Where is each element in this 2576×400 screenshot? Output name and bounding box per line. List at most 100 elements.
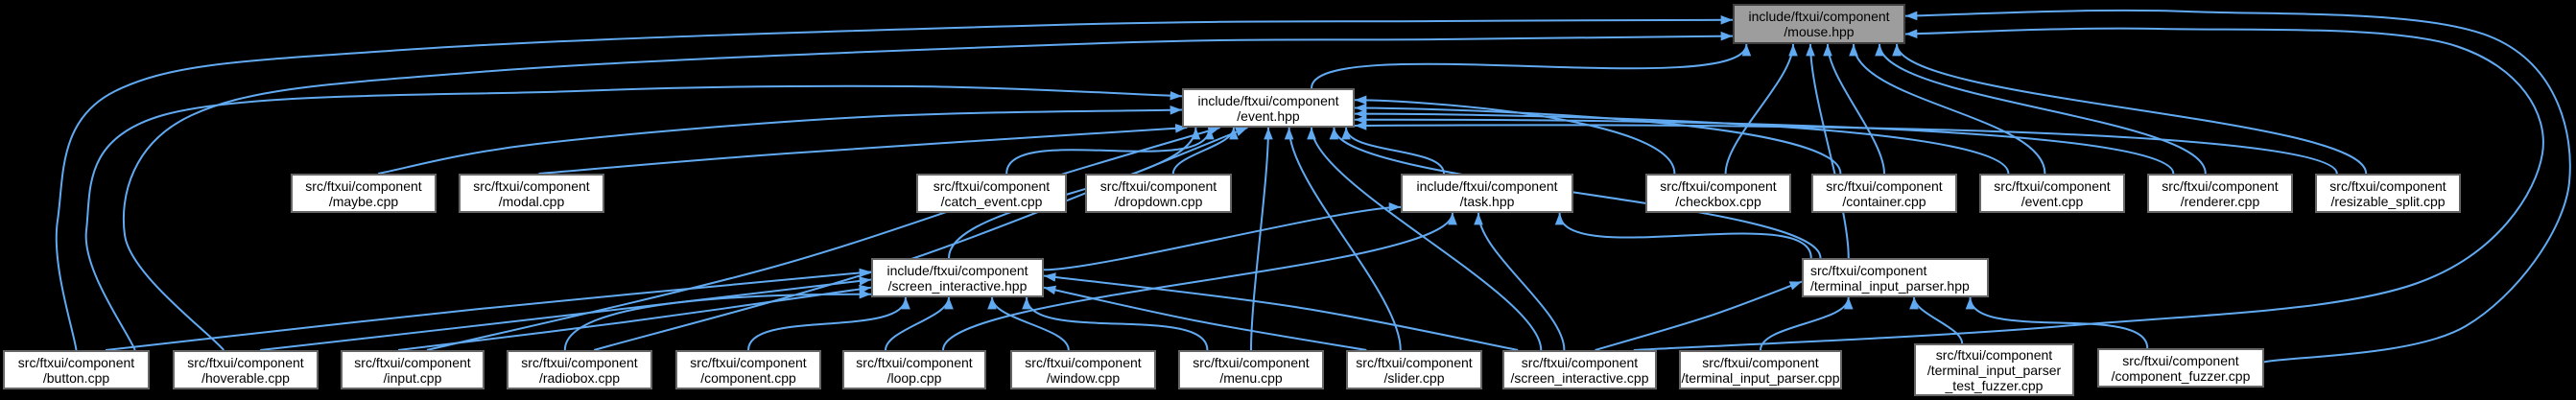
node-radiobox_cpp[interactable]: src/ftxui/component/radiobox.cpp [507,350,652,389]
node-label-line: /menu.cpp [1219,369,1283,386]
node-screen_interactive_hpp[interactable]: include/ftxui/component/screen_interacti… [871,258,1044,297]
edge-slider_cpp-to-event_hpp [1284,127,1402,351]
node-label-line: src/ftxui/component [2162,177,2279,194]
node-container_cpp[interactable]: src/ftxui/component/container.cpp [1811,174,1957,213]
node-mouse_hpp[interactable]: include/ftxui/component/mouse.hpp [1733,4,1905,44]
node-input_cpp[interactable]: src/ftxui/component/input.cpp [341,350,484,389]
edge-maybe_cpp-to-event_hpp [378,106,1183,175]
node-label-line: /radiobox.cpp [538,369,621,386]
node-terminal_input_parser_cpp[interactable]: src/ftxui/component/terminal_input_parse… [1679,350,1842,389]
edge-button_cpp-to-screen_interactive_hpp [105,268,872,351]
node-label-line: src/ftxui/component [305,177,422,194]
node-slider_cpp[interactable]: src/ftxui/component/slider.cpp [1346,350,1482,389]
node-label-line: src/ftxui/component [1099,177,1217,194]
edge-screen_interactive_hpp-to-event_hpp [948,127,1201,259]
edge-modal_cpp-to-event_hpp [538,123,1188,175]
node-label-line: src/ftxui/component [17,354,135,370]
node-label-line: /terminal_input_parser.cpp [1681,369,1840,386]
node-label-line: src/ftxui/component [2122,352,2239,368]
node-label-line: /resizable_split.cpp [2330,193,2446,209]
node-menu_cpp[interactable]: src/ftxui/component/menu.cpp [1178,350,1324,389]
edge-loop_cpp-to-task_hpp [942,212,1457,351]
node-label-line: /loop.cpp [886,369,942,386]
edge-screen_interactive_cpp-to-terminal_input_parser_hpp [1595,280,1803,351]
edge-terminal_input_parser_test_fuzzer_cpp-to-terminal_input_parser_hpp [1909,296,1964,344]
edge-resizable_split_cpp-to-mouse_hpp [1892,43,2368,175]
edge-container_cpp-to-mouse_hpp [1823,43,1885,175]
node-label-line: /container.cpp [1842,193,1926,209]
node-label-line: _test_fuzzer.cpp [1945,377,2044,393]
edge-task_hpp-to-event_hpp [1341,127,1445,175]
node-dropdown_cpp[interactable]: src/ftxui/component/dropdown.cpp [1085,174,1232,213]
node-event_hpp[interactable]: include/ftxui/component/event.hpp [1182,88,1355,128]
edge-input_cpp-to-event_hpp [426,126,1220,351]
node-hoverable_cpp[interactable]: src/ftxui/component/hoverable.cpp [173,350,319,389]
node-label-line: include/ftxui/component [886,262,1028,278]
node-label-line: /screen_interactive.hpp [887,277,1028,294]
edge-hoverable_cpp-to-mouse_hpp [122,31,1734,351]
node-label-line: /button.cpp [42,369,110,386]
node-label-line: src/ftxui/component [354,354,471,370]
node-label-line: /catch_event.cpp [940,193,1043,209]
node-component_cpp[interactable]: src/ftxui/component/component.cpp [675,350,821,389]
edge-renderer_cpp-to-event_hpp [1354,114,2175,175]
node-label-line: /event.cpp [2021,193,2084,209]
edge-checkbox_cpp-to-mouse_hpp [1724,43,1798,175]
node-label-line: src/ftxui/component [473,177,590,194]
node-component_fuzzer_cpp[interactable]: src/ftxui/component/component_fuzzer.cpp [2097,348,2264,388]
node-modal_cpp[interactable]: src/ftxui/component/modal.cpp [459,174,604,213]
edge-terminal_input_parser_hpp-to-event_hpp [1329,127,1822,259]
node-label-line: /terminal_input_parser.hpp [1810,277,1970,294]
edge-terminal_input_parser_hpp-to-mouse_hpp [1806,43,1850,259]
node-screen_interactive_cpp[interactable]: src/ftxui/component/screen_interactive.c… [1502,350,1657,389]
edge-menu_cpp-to-screen_interactive_hpp [1022,296,1209,351]
edge-catch_event_cpp-to-event_hpp [1005,127,1215,175]
node-label-line: /event.hpp [1237,107,1300,124]
node-maybe_cpp[interactable]: src/ftxui/component/maybe.cpp [291,174,437,213]
node-button_cpp[interactable]: src/ftxui/component/button.cpp [3,350,150,389]
edge-component_fuzzer_cpp-to-terminal_input_parser_hpp [1965,296,2149,349]
edge-screen_interactive_cpp-to-event_hpp [1307,127,1543,351]
edge-slider_cpp-to-screen_interactive_hpp [1043,285,1367,351]
edge-terminal_input_parser_cpp-to-terminal_input_parser_hpp [1760,296,1854,351]
node-label-line: /dropdown.cpp [1114,193,1203,209]
node-label-line: /input.cpp [383,369,442,386]
node-terminal_input_parser_hpp[interactable]: src/ftxui/component/terminal_input_parse… [1802,258,1989,297]
edge-screen_interactive_hpp-to-task_hpp [1043,202,1402,271]
edge-screen_interactive_cpp-to-task_hpp [1474,212,1566,351]
node-window_cpp[interactable]: src/ftxui/component/window.cpp [1010,350,1156,389]
node-event_cpp[interactable]: src/ftxui/component/event.cpp [1979,174,2125,213]
node-label-line: src/ftxui/component [1810,262,1927,278]
node-catch_event_cpp[interactable]: src/ftxui/component/catch_event.cpp [916,174,1067,213]
node-label-line: /mouse.hpp [1784,24,1855,39]
node-label-line: src/ftxui/component [1025,354,1142,370]
node-loop_cpp[interactable]: src/ftxui/component/loop.cpp [842,350,986,389]
node-resizable_split_cpp[interactable]: src/ftxui/component/resizable_split.cpp [2315,174,2461,213]
node-terminal_input_parser_test_fuzzer_cpp[interactable]: src/ftxui/component/terminal_input_parse… [1914,343,2074,396]
node-label-line: src/ftxui/component [1521,354,1639,370]
edge-button_cpp-to-event_hpp [84,84,1183,351]
edge-window_cpp-to-screen_interactive_hpp [987,296,1070,351]
edge-component_fuzzer_cpp-to-mouse_hpp [1904,9,2571,364]
edge-resizable_split_cpp-to-event_hpp [1354,121,2338,175]
edge-radiobox_cpp-to-screen_interactive_hpp [563,289,872,351]
node-label-line: /renderer.cpp [2180,193,2260,209]
edge-input_cpp-to-screen_interactive_hpp [397,284,872,351]
node-label-line: /task.hpp [1459,193,1515,209]
node-label-line: /component.cpp [700,369,796,386]
node-label-line: /slider.cpp [1383,369,1445,386]
node-label-line: src/ftxui/component [856,354,973,370]
edge-screen_interactive_cpp-to-mouse_hpp [1633,27,2544,351]
node-label-line: src/ftxui/component [521,354,638,370]
node-checkbox_cpp[interactable]: src/ftxui/component/checkbox.cpp [1645,174,1791,213]
edge-terminal_input_parser_hpp-to-task_hpp [1554,212,1812,259]
node-task_hpp[interactable]: include/ftxui/component/task.hpp [1401,174,1573,213]
node-label-line: src/ftxui/component [1356,354,1473,370]
node-renderer_cpp[interactable]: src/ftxui/component/renderer.cpp [2147,174,2293,213]
node-label-line: /maybe.cpp [328,193,399,209]
node-label-line: src/ftxui/component [1660,177,1777,194]
node-label-line: src/ftxui/component [690,354,807,370]
node-label-line: /checkbox.cpp [1675,193,1761,209]
node-label-line: src/ftxui/component [187,354,304,370]
